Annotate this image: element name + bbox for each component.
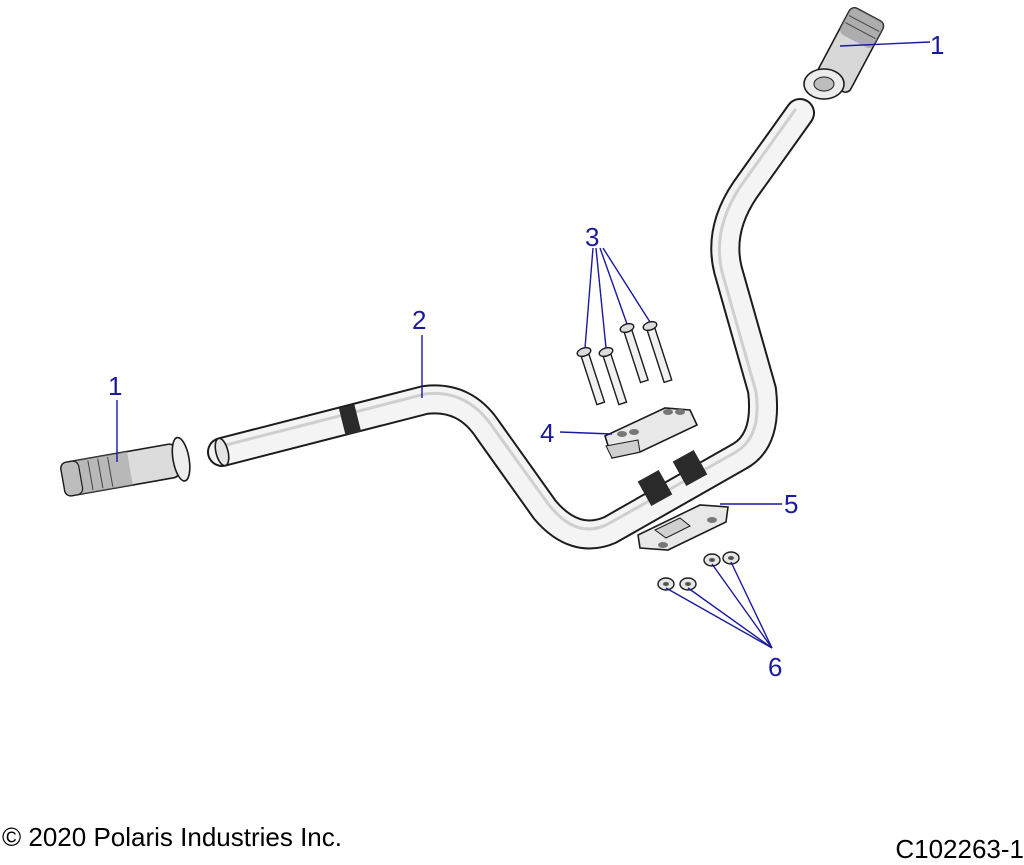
copyright-notice: © 2020 Polaris Industries Inc.	[2, 822, 342, 852]
callout-4: 4	[540, 418, 554, 448]
handlebar	[207, 98, 815, 550]
part-number: C102263-1	[895, 834, 1024, 864]
leader-6a	[665, 587, 773, 649]
knurl-left	[338, 404, 362, 436]
right-grip	[803, 7, 885, 100]
lower-clamp	[637, 504, 729, 551]
callout-6: 6	[768, 652, 782, 682]
callout-2: 2	[412, 305, 426, 335]
handlebar-highlight	[220, 108, 797, 531]
callout-3: 3	[585, 222, 599, 252]
callout-5: 5	[784, 489, 798, 519]
knurl-center	[637, 449, 708, 507]
leader-3d	[602, 247, 651, 323]
leader-6c	[711, 563, 773, 649]
upper-clamp	[604, 407, 699, 459]
leader-6b	[687, 587, 773, 649]
leader-3b	[595, 247, 607, 349]
callouts: 1 1 2 3 4 5 6	[108, 30, 944, 682]
nuts	[657, 551, 740, 591]
leader-1-right	[839, 41, 931, 47]
left-grip	[60, 436, 191, 497]
handlebar-body	[209, 100, 813, 548]
handlebar-left-end	[214, 437, 230, 467]
leader-4	[559, 431, 613, 435]
bolts	[576, 320, 673, 406]
leader-3a	[584, 247, 594, 349]
callout-1-right: 1	[930, 30, 944, 60]
callout-1-left: 1	[108, 371, 122, 401]
leader-lines	[116, 41, 931, 649]
leader-6d	[730, 561, 773, 649]
leader-3c	[599, 247, 628, 325]
